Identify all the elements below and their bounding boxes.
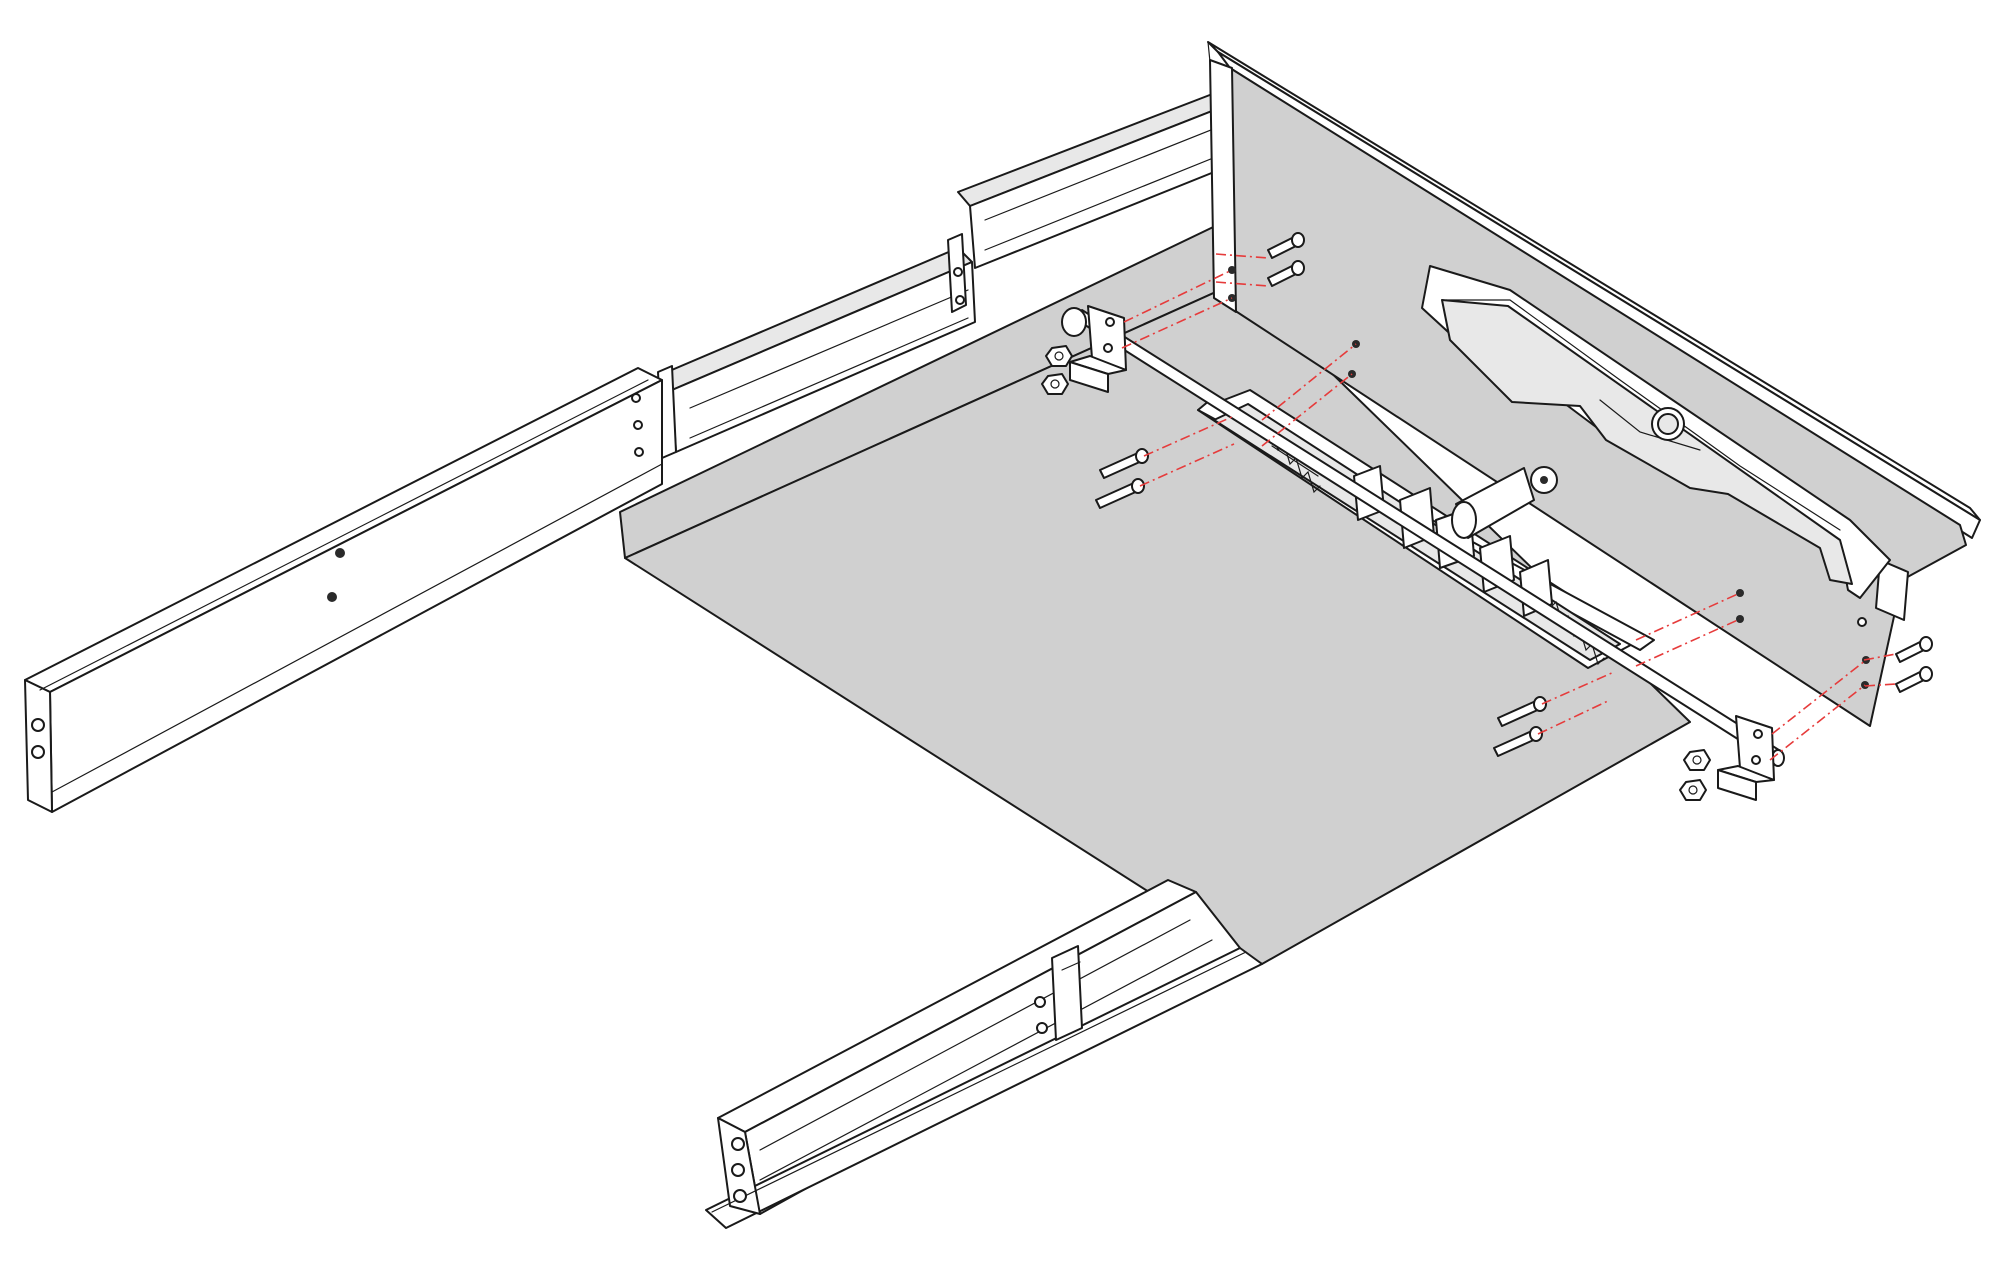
right-nut-upper xyxy=(1683,749,1711,771)
right-rod-bracket xyxy=(1717,715,1775,801)
screw-panel-right-1 xyxy=(1895,636,1933,663)
screw-mechanism-right-1 xyxy=(1497,696,1547,727)
left-nut-upper xyxy=(1045,345,1073,367)
screw-panel-top-1 xyxy=(1267,232,1305,259)
left-nut-lower xyxy=(1041,373,1069,395)
left-rod-bracket xyxy=(1061,305,1127,393)
alignment-guides xyxy=(1121,253,1897,761)
screw-mechanism-left-2 xyxy=(1095,478,1145,509)
screw-panel-right-2 xyxy=(1895,666,1933,693)
screw-mechanism-left-1 xyxy=(1099,448,1149,479)
drawer-handle xyxy=(1421,265,1891,599)
screw-panel-top-2 xyxy=(1267,260,1305,287)
right-nut-lower xyxy=(1679,779,1707,801)
screw-mechanism-right-2 xyxy=(1493,726,1543,757)
lower-right-drawer-slide xyxy=(705,879,1263,1229)
upper-left-drawer-slide xyxy=(24,87,1245,813)
drawer-box xyxy=(619,217,1691,965)
